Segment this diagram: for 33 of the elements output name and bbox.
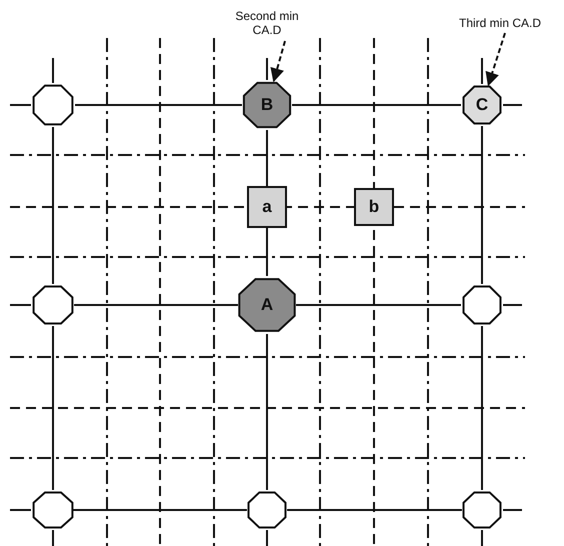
square-marker [354,188,394,226]
node-letter: C [476,95,488,115]
octagon-marker [236,276,298,334]
connector-line [73,509,247,511]
connector-line [481,326,483,490]
connector-line [75,104,242,106]
octagon-marker [461,490,503,530]
node-letter: B [260,95,274,115]
callout-text: Second min CA.D [234,10,300,38]
connector-line [266,130,268,186]
leader-arrow [486,32,506,86]
leader-arrow [270,40,286,82]
octagon-marker [31,490,75,530]
node-letter: A [260,295,274,315]
connector-line [481,126,483,284]
connector-line [266,228,268,276]
connector-line [266,334,268,490]
node-letter: b [368,197,380,217]
octagon-marker [31,83,75,127]
connector-line [52,326,54,490]
callout-text: Third min CA.D [458,17,541,31]
octagon-marker [461,284,503,326]
octagon-marker [461,84,503,126]
octagon-marker [246,490,288,530]
connector-line [292,104,461,106]
connector-line [296,304,461,306]
square-marker [247,186,287,228]
connector-line [74,304,238,306]
connector-line [287,509,462,511]
node-letter: a [262,197,272,217]
octagon-marker [241,80,293,130]
connector-line [52,127,54,284]
octagon-marker [31,284,75,326]
